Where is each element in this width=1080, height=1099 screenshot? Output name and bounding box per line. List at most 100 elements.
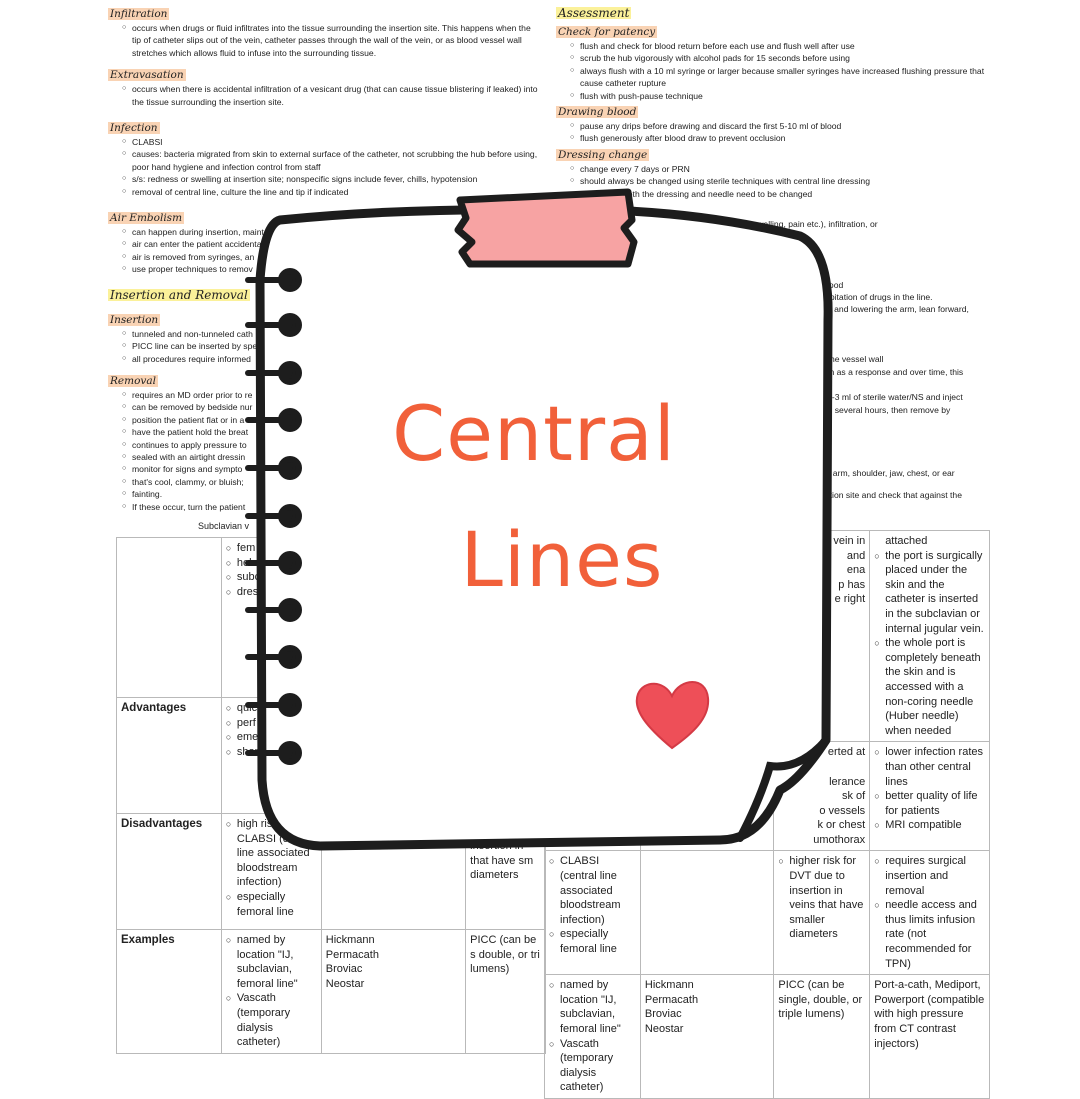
list-item: especially femoral line <box>549 927 636 956</box>
row-header-disadvantages: Disadvantages <box>116 813 222 930</box>
cell-fragment: umothorax <box>813 833 866 846</box>
notes-section: InfectionCLABSIcauses: bacteria migrated… <box>108 118 538 198</box>
section-heading: Assessment <box>556 6 632 20</box>
list-item: change every 7 days or PRN <box>570 163 996 176</box>
cover-title-line1: Central <box>392 389 676 478</box>
bullet-list: CLABSIcauses: bacteria migrated from ski… <box>108 136 538 198</box>
list-item: have the patient hold the breat <box>122 426 538 439</box>
list-item: position the patient flat or in a <box>122 414 538 427</box>
bullet-list: can happen during insertion, maintenaair… <box>108 226 538 276</box>
row-header-examples: Examples <box>116 929 222 1054</box>
list-item: requires surgical insertion and removal <box>874 854 985 898</box>
list-item: named by location "IJ, subclavian, femor… <box>549 978 636 1036</box>
table-row: Examples named by location "IJ, subclavi… <box>116 929 546 1054</box>
bullet-list: flush and check for blood return before … <box>556 40 996 102</box>
section-heading: Removal <box>108 374 158 387</box>
list-item: continues to apply pressure to <box>122 439 538 452</box>
notes-section: Check for patency flush and check for blo… <box>556 22 996 102</box>
section-heading: Dressing change <box>556 148 650 161</box>
list-item: needle access and thus limits infusion r… <box>874 898 985 971</box>
list-item: PICC line can be inserted by spec <box>122 340 538 353</box>
subclavian-label: Subclavian v <box>198 521 250 531</box>
cell-fragment: e right <box>834 593 866 606</box>
list-item: especially femoral line <box>226 890 317 919</box>
list-item: pause any drips before drawing and disca… <box>570 120 996 133</box>
list-item: use proper techniques to remov <box>122 263 538 276</box>
list-item: occurs when there is accidental infiltra… <box>122 83 538 108</box>
list-item: sealed with an airtight dressin <box>122 451 538 464</box>
notes-section: Insertion tunneled and non-tunneled cathP… <box>108 310 538 365</box>
list-item: subc <box>226 570 317 585</box>
list-item: flush generously after blood draw to pre… <box>570 132 996 145</box>
table-row: CLABSI (central line associated bloodstr… <box>544 850 990 976</box>
notes-section: Extravasationoccurs when there is accide… <box>108 65 538 108</box>
list-item: fem <box>226 541 317 556</box>
list-item: s/s: redness or swelling at insertion si… <box>122 173 538 186</box>
section-heading: Infiltration <box>108 8 170 20</box>
cell-text: Hickmann Permacath Broviac Neostar <box>320 929 467 1054</box>
list-item: If these occur, turn the patient <box>122 501 538 514</box>
notes-section: Insertion and Removal <box>108 286 538 304</box>
list-item: CLABSI <box>122 136 538 149</box>
tape-decoration <box>454 188 638 268</box>
row-header-advantages: Advantages <box>116 697 222 814</box>
list-item: that's cool, clammy, or bluish; <box>122 476 538 489</box>
list-item: flush and check for blood return before … <box>570 40 996 53</box>
section-heading: Check for patency <box>556 26 658 38</box>
section-heading: Extravasation <box>108 69 186 82</box>
cell-fragment: and <box>846 549 866 562</box>
section-heading: Air Embolism <box>108 212 185 225</box>
list-item: higher risk for DVT due to insertion in … <box>778 854 865 942</box>
list-item: dres <box>226 585 317 600</box>
cell-fragment: lerance <box>829 775 866 788</box>
section-heading: Insertion <box>108 313 161 326</box>
cell-text: PICC (can be s double, or tri lumens) <box>465 929 546 1054</box>
section-heading: Drawing blood <box>556 106 639 119</box>
list-item: removal of central line, culture the lin… <box>122 186 538 199</box>
fragment-text: in 2-3 ml of sterile water/NS and inject <box>818 392 963 402</box>
cover-title-line2: Lines <box>460 515 664 604</box>
notes-section: Air Embolismcan happen during insertion,… <box>108 208 538 276</box>
cell-text: PICC (can be single, double, or triple l… <box>773 974 871 1099</box>
bullet-list: occurs when there is accidental infiltra… <box>108 83 538 108</box>
list-item: all procedures require informed <box>122 353 538 366</box>
bullet-list: tunneled and non-tunneled cathPICC line … <box>108 328 538 366</box>
cell-fragment: ena <box>846 564 866 577</box>
notes-left-column: Infiltrationoccurs when drugs or fluid i… <box>108 4 538 519</box>
notes-section: Removalrequires an MD order prior to rec… <box>108 371 538 513</box>
fragment-text: p to several hours, then remove by <box>818 405 951 415</box>
list-item: always flush with a 10 ml syringe or lar… <box>570 65 996 90</box>
cell-fragment: erted at <box>827 746 866 759</box>
notebook-outline <box>245 188 833 851</box>
list-item: attached <box>885 535 928 547</box>
cell-fragment: o vessels <box>819 804 866 817</box>
list-item: the port is surgically placed under the … <box>874 549 985 637</box>
cell-fragment: vein in <box>833 535 866 547</box>
section-heading: Infection <box>108 122 160 135</box>
list-item: can happen during insertion, maintena <box>122 226 538 239</box>
fragment-text: per arm, shoulder, jaw, chest, or ear <box>818 468 955 478</box>
list-item: better quality of life for patients <box>874 789 985 818</box>
list-item: should always be changed using sterile t… <box>570 175 996 188</box>
list-item: air can enter the patient accidentall <box>122 238 538 251</box>
notes-section: Dressing change change every 7 days or PR… <box>556 145 996 200</box>
fragment-text: sing and lowering the arm, lean forward, <box>816 304 969 314</box>
list-item: lower infection rates than other central… <box>874 745 985 789</box>
fragment-text: to the vessel wall <box>818 354 884 364</box>
list-item: requires an MD order prior to re <box>122 389 538 402</box>
table-row: named by location "IJ, subclavian, femor… <box>544 974 990 1099</box>
spiral-rings <box>245 268 302 765</box>
list-item: perf <box>226 716 317 731</box>
fragment-text: ibrin as a response and over time, this <box>818 367 964 377</box>
cell-fragment: p has <box>838 578 866 591</box>
notes-section: Infiltrationoccurs when drugs or fluid i… <box>108 4 538 59</box>
list-item: named by location "IJ, subclavian, femor… <box>226 933 317 991</box>
list-item: the whole port is completely beneath the… <box>874 636 985 738</box>
cell-fragment: k or chest <box>817 819 866 832</box>
list-item: monitor for signs and sympto <box>122 463 538 476</box>
list-item: Vascath (temporary dialysis catheter) <box>226 991 317 1049</box>
list-item: flush with push-pause technique <box>570 90 996 103</box>
bullet-list: pause any drips before drawing and disca… <box>556 120 996 145</box>
bullet-list: requires an MD order prior to recan be r… <box>108 389 538 513</box>
notebook-cover: Central Lines <box>240 180 840 860</box>
